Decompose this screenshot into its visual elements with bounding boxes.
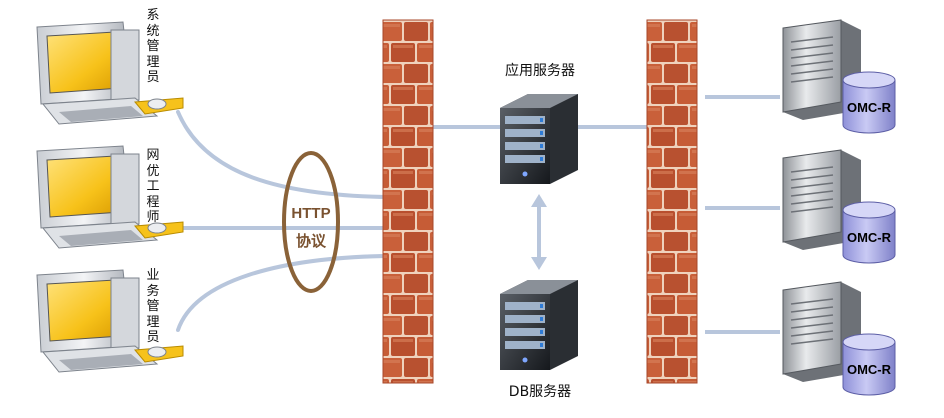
computer-icon [36,269,184,373]
tower-server-icon [782,19,861,120]
firewall-left [382,19,434,384]
user-connectors [176,110,387,332]
firewall-right [646,19,698,384]
omc-node-1: OMC-R [782,19,896,134]
user-label-engineer: 网优工程师 [146,148,160,225]
user-label-admin: 系统管理员 [146,8,160,85]
omc-label: OMC-R [847,362,892,377]
db-server-label: DB服务器 [508,384,572,400]
database-cylinder-icon [842,71,896,134]
database-cylinder-icon [842,201,896,264]
database-cylinder-icon [842,333,896,396]
app-db-link [531,194,547,270]
workstation-2 [36,145,184,249]
db-server-icon [500,280,578,370]
tower-server-icon [782,281,861,382]
connector-user-3 [176,254,387,332]
computer-icon [36,145,184,249]
protocol-line1: HTTP [291,205,330,222]
protocol-ellipse: HTTP 协议 [282,151,340,293]
app-server-label: 应用服务器 [505,63,575,79]
server-connectors [433,95,780,334]
app-server-icon [500,94,578,184]
computer-icon [36,21,184,125]
protocol-line2: 协议 [296,232,327,250]
connector-user-1 [176,110,387,199]
omc-label: OMC-R [847,100,892,115]
arrow-down-icon [531,257,547,270]
workstation-3 [36,269,184,373]
omc-node-2: OMC-R [782,149,896,264]
arrow-up-icon [531,194,547,207]
tower-server-icon [782,149,861,250]
omc-label: OMC-R [847,230,892,245]
user-label-business: 业务管理员 [146,268,160,345]
workstation-1 [36,21,184,125]
omc-node-3: OMC-R [782,281,896,396]
